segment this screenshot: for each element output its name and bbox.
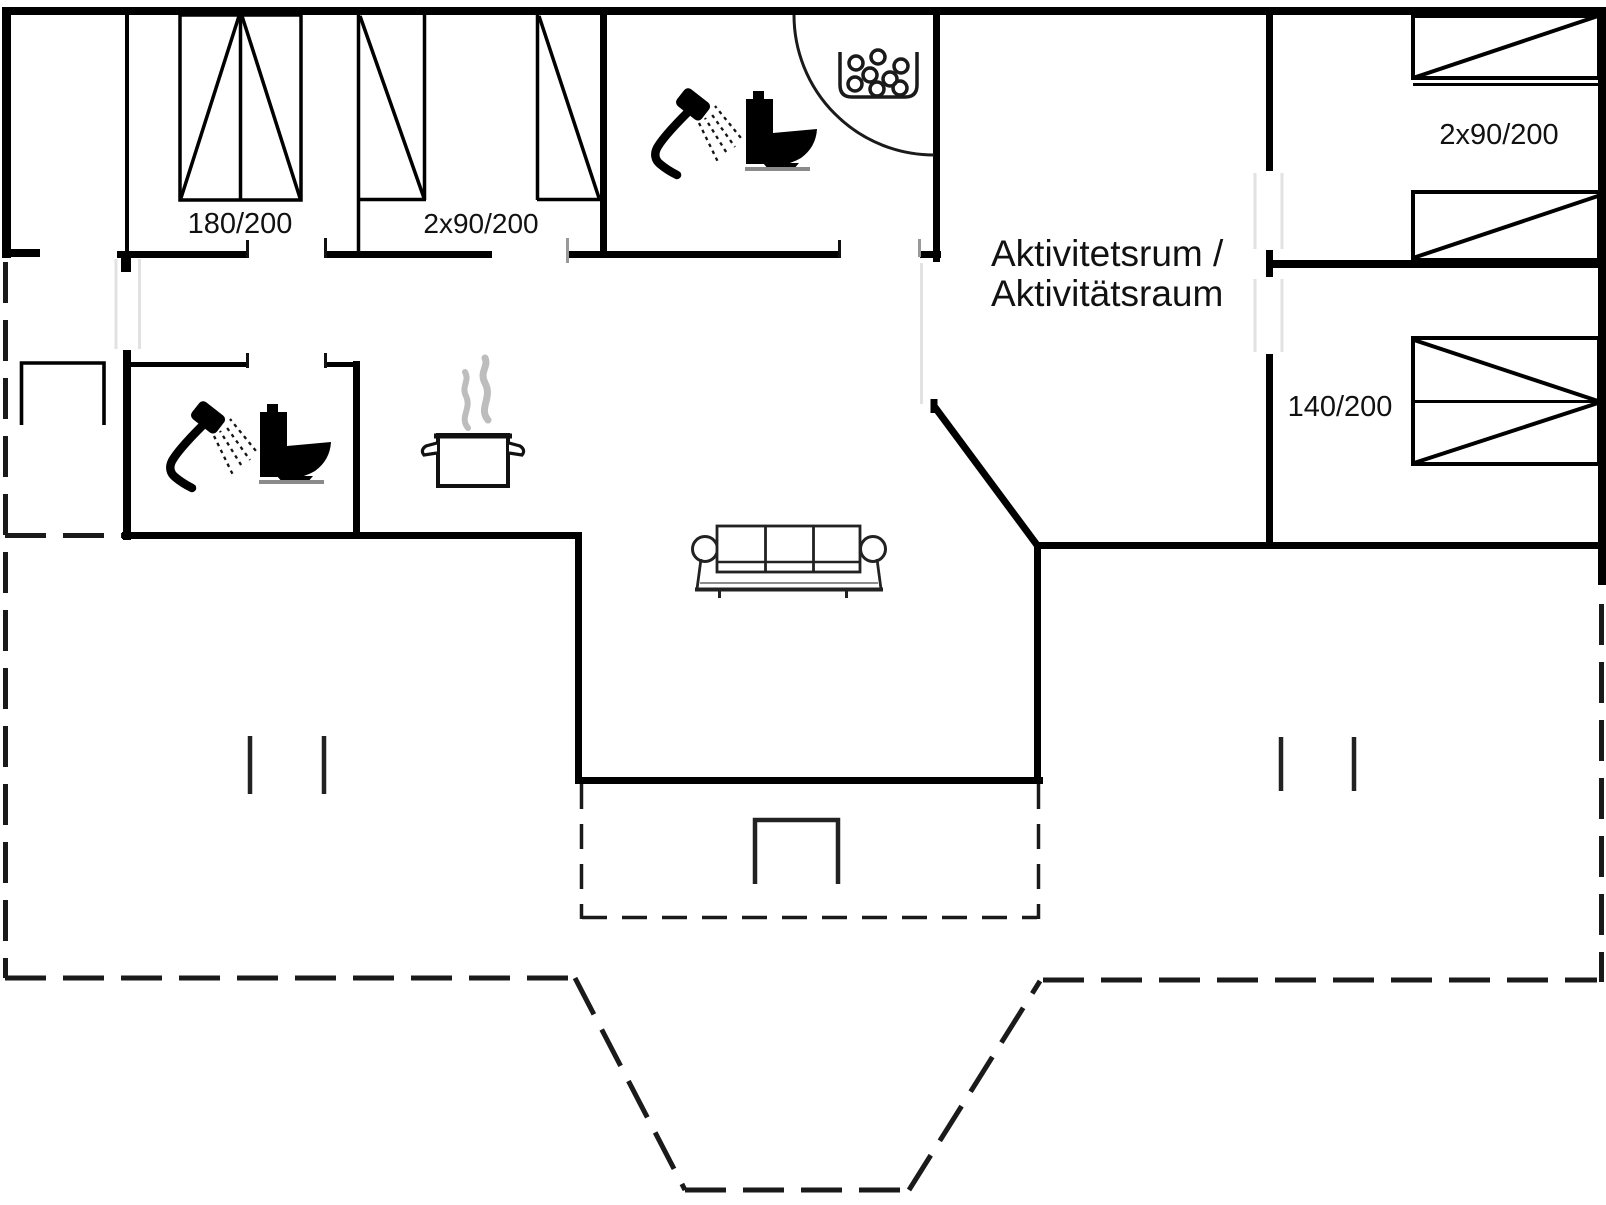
svg-text:140/200: 140/200 [1288, 391, 1393, 423]
svg-text:Aktivitetsrum /: Aktivitetsrum / [991, 233, 1224, 274]
svg-text:2x90/200: 2x90/200 [423, 208, 538, 239]
svg-text:180/200: 180/200 [188, 208, 293, 240]
svg-text:2x90/200: 2x90/200 [1439, 119, 1558, 151]
svg-text:Aktivitätsraum: Aktivitätsraum [991, 273, 1223, 314]
